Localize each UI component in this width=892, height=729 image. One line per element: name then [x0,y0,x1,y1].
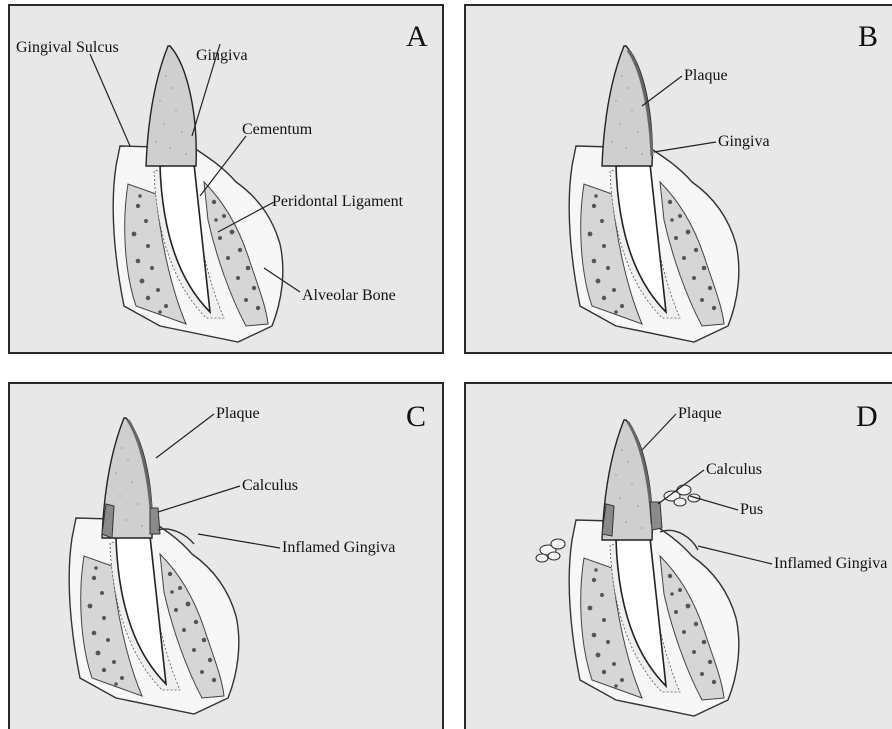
label-periodontal-ligament: Peridontal Ligament [272,194,403,210]
tooth-diagram-plaque [466,6,892,354]
panel-letter: D [856,402,878,432]
label-pus: Pus [740,502,763,518]
panel-letter: B [858,22,878,52]
panel-letter: A [406,22,428,52]
label-calculus: Calculus [706,462,762,478]
label-gingiva: Gingiva [718,134,770,150]
label-gingival-sulcus: Gingival Sulcus [16,40,119,56]
label-plaque: Plaque [216,406,260,422]
panel-letter: C [406,402,426,432]
label-inflamed-gingiva: Inflamed Gingiva [774,556,887,572]
panel-c: C Plaque Calculus Inflamed Gingiva [8,382,444,729]
label-plaque: Plaque [678,406,722,422]
tooth-diagram-calculus [10,384,444,729]
panel-d: D Plaque Calculus Pus Inflamed Gingiva [464,382,892,729]
label-calculus: Calculus [242,478,298,494]
panel-a: A Gingival Sulcus Gingiva Cementum Perid… [8,4,444,354]
label-alveolar-bone: Alveolar Bone [302,288,396,304]
label-cementum: Cementum [242,122,312,138]
label-inflamed-gingiva: Inflamed Gingiva [282,540,395,556]
panel-b: B Plaque Gingiva [464,4,892,354]
label-plaque: Plaque [684,68,728,84]
label-gingiva: Gingiva [196,48,248,64]
